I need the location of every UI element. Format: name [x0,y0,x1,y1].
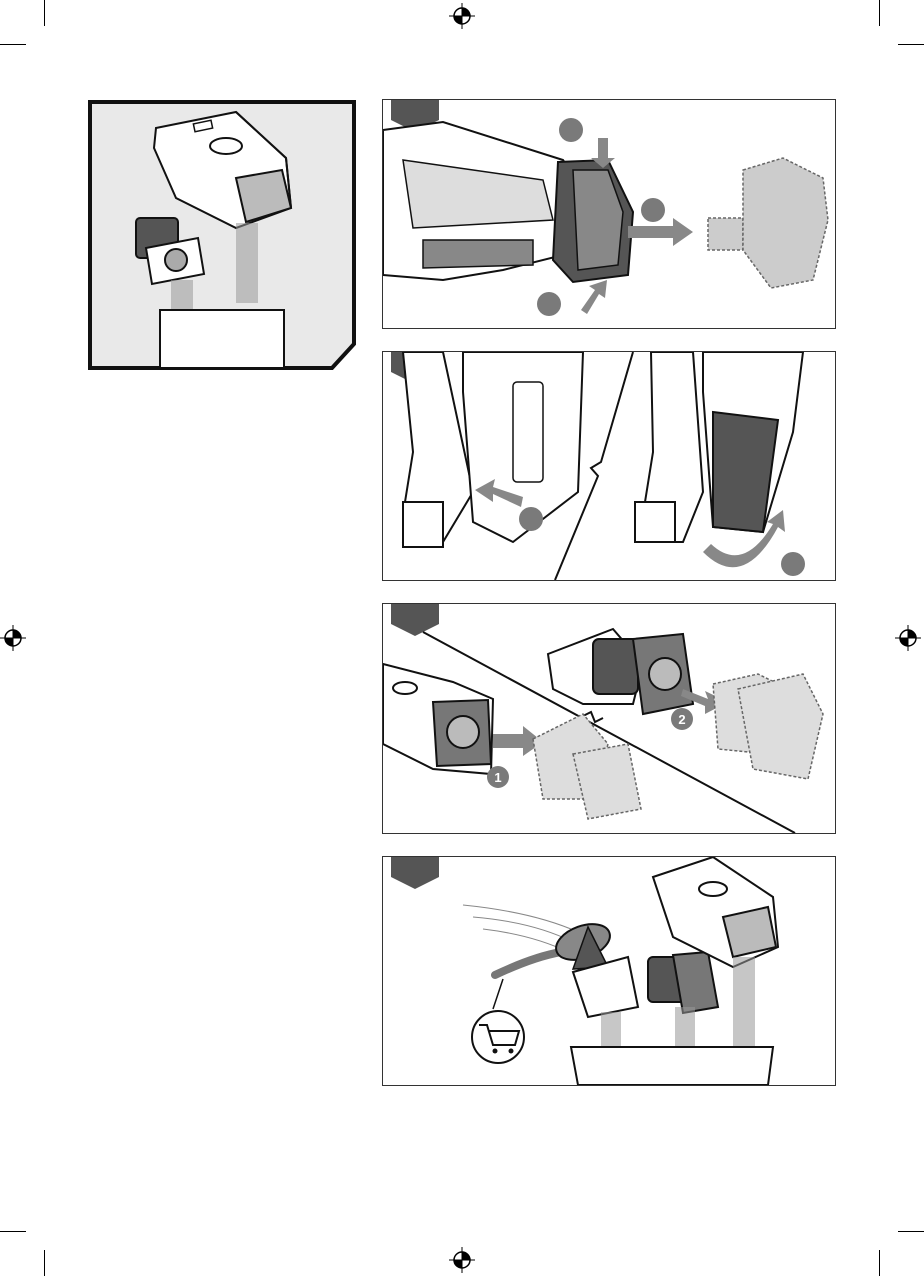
fig-clean-filters [382,856,836,1086]
step-badge [559,118,583,142]
step-badge [781,552,805,576]
step-number: 1 [487,766,509,788]
crop-mark [0,44,26,45]
step-badge [537,292,561,316]
step-badge [519,507,543,531]
crop-mark [898,1231,924,1232]
crop-mark [879,1250,880,1276]
registration-mark-icon [449,1247,475,1273]
crop-mark [44,0,45,26]
arrow-icon [581,280,607,314]
step-number: 2 [671,708,693,730]
fig-remove-filter [382,99,836,329]
detached-filter-outline [708,158,828,288]
step-badge [641,198,665,222]
crop-mark [898,44,924,45]
registration-mark-icon [895,625,921,651]
fig-separate-filters: 1 2 [382,603,836,834]
shopping-cart-icon [472,979,524,1063]
registration-mark-icon [449,3,475,29]
fig-empty-bin [86,98,360,372]
crop-mark [0,1231,26,1232]
arrow-icon [628,218,693,246]
registration-mark-icon [0,625,26,651]
fig-detach-bin [382,351,836,581]
crop-mark [879,0,880,26]
crop-mark [44,1250,45,1276]
